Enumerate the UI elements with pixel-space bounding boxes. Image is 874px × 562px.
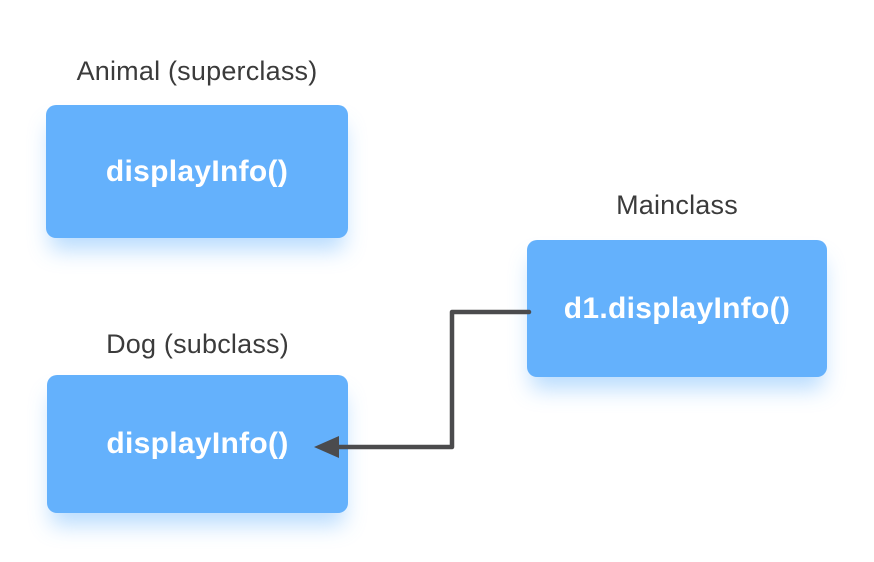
mainclass-node: d1.displayInfo()	[527, 240, 827, 377]
animal-method-text: displayInfo()	[105, 154, 289, 188]
dog-method-text: displayInfo()	[106, 427, 289, 460]
dog-subclass-label: Dog (subclass)	[106, 329, 289, 359]
mainclass-method-call-text: d1.displayInfo()	[563, 291, 791, 325]
animal-superclass-node: displayInfo()	[46, 105, 348, 238]
dog-subclass-node: displayInfo()	[47, 375, 348, 513]
connector-line	[335, 309, 532, 450]
mainclass-label: Mainclass	[616, 190, 738, 220]
animal-superclass-label: Animal (superclass)	[76, 56, 318, 86]
